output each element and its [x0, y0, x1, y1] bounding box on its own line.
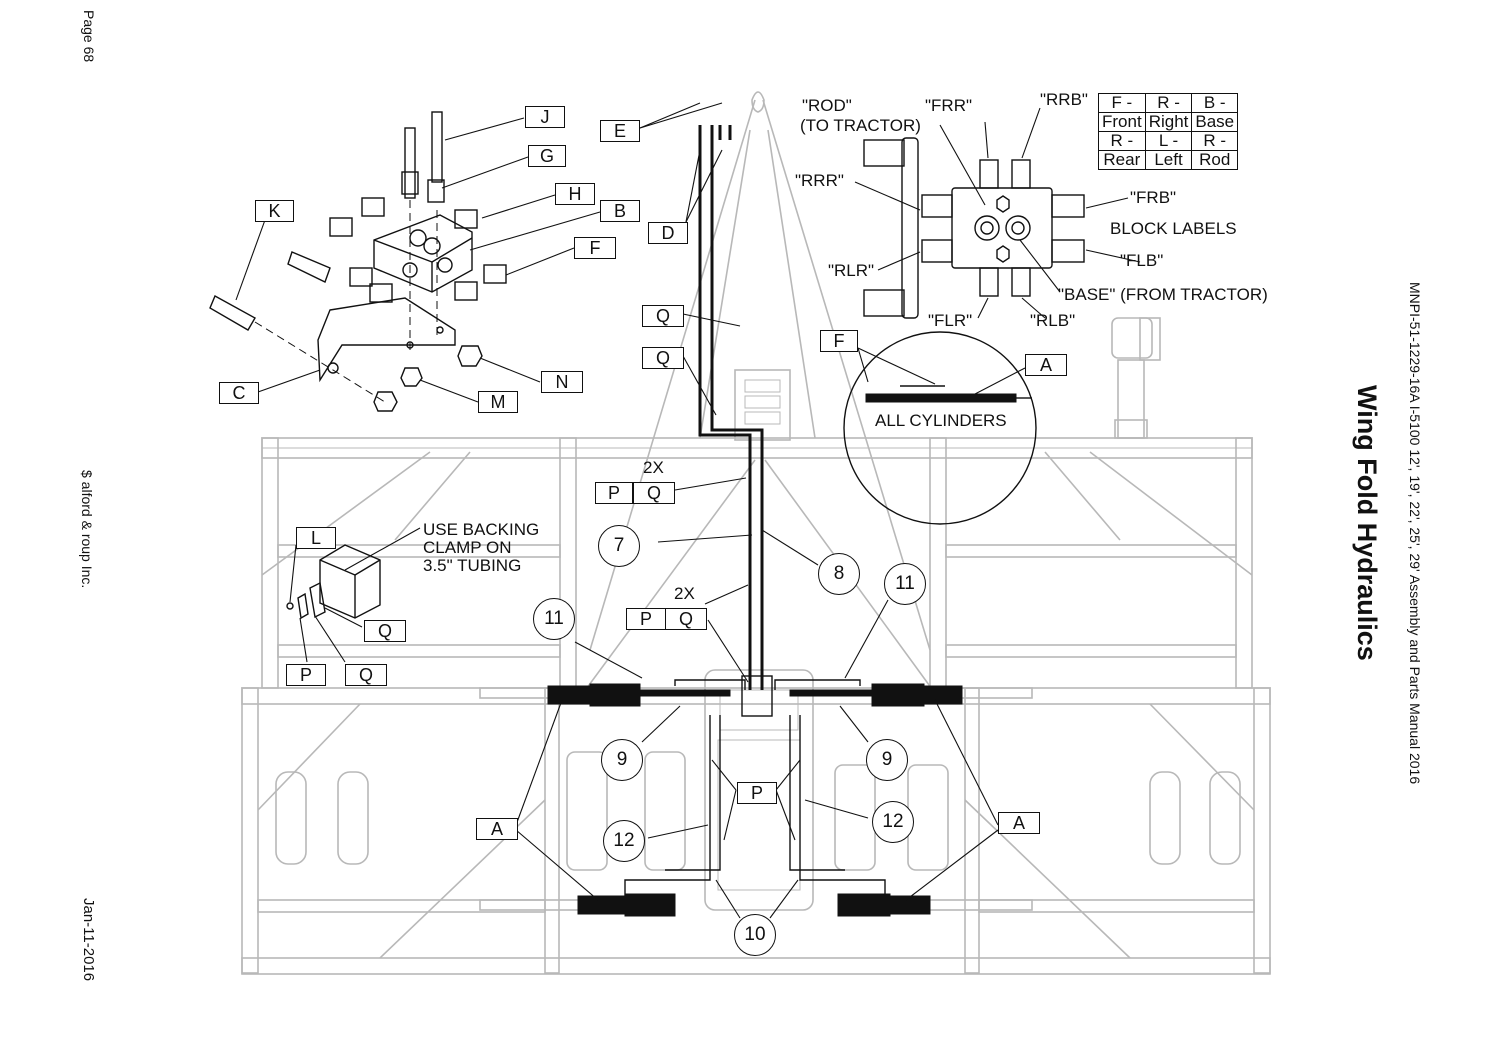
- page-number: Page 68: [81, 10, 97, 63]
- callout-p-2x-upper: P: [595, 482, 633, 504]
- callout-10: 10: [734, 914, 776, 956]
- legend-cell: B -: [1191, 93, 1239, 113]
- tower-leaders: [515, 102, 999, 919]
- callout-d: D: [648, 222, 688, 244]
- cylinders: [547, 675, 963, 917]
- block-labels-note: BLOCK LABELS: [1110, 219, 1237, 238]
- quantity-2x-upper: 2X: [643, 458, 664, 477]
- backing-clamp-detail: [286, 527, 421, 663]
- callout-g: G: [528, 145, 566, 167]
- implement-frame: [241, 91, 1271, 975]
- callout-j: J: [525, 106, 565, 128]
- port-label-base: "BASE" (FROM TRACTOR): [1058, 285, 1268, 304]
- callout-q-2x-lower: Q: [665, 608, 707, 630]
- callout-11-left: 11: [533, 598, 575, 640]
- port-label-flb: "FLB": [1120, 251, 1164, 270]
- legend-cell: R -: [1098, 131, 1146, 151]
- callout-f-cylinders: F: [820, 330, 858, 352]
- port-label-frr: "FRR": [925, 96, 973, 115]
- callout-p-center: P: [737, 782, 777, 804]
- callout-q-clamp-bottom: Q: [345, 664, 387, 686]
- legend-cell: Rod: [1191, 150, 1239, 170]
- callout-b: B: [600, 200, 640, 222]
- quantity-2x-lower: 2X: [674, 584, 695, 603]
- callout-q-tower-lower: Q: [642, 347, 684, 369]
- all-cylinders-note: ALL CYLINDERS: [875, 411, 1007, 430]
- callout-p-clamp: P: [286, 664, 326, 686]
- port-label-to-tractor: (TO TRACTOR): [800, 116, 921, 135]
- port-label-rrb: "RRB": [1040, 90, 1088, 109]
- callout-7: 7: [598, 525, 640, 567]
- callout-f-manifold: F: [574, 237, 616, 259]
- legend-cell: L -: [1144, 131, 1193, 151]
- legend-cell: Front: [1098, 112, 1146, 132]
- callout-a-right: A: [998, 812, 1040, 834]
- all-cylinders-detail: [843, 331, 1037, 525]
- manual-reference: MNPI-51-1229-16A I-5100 12', 19', 22', 2…: [1407, 282, 1423, 785]
- port-label-flr: "FLR": [928, 311, 973, 330]
- legend-cell: R -: [1191, 131, 1239, 151]
- callout-q-clamp-right: Q: [364, 620, 406, 642]
- document-date: Jan-11-2016: [80, 898, 97, 982]
- manifold-exploded-view: [209, 111, 601, 412]
- callout-c: C: [219, 382, 259, 404]
- callout-12-right: 12: [872, 801, 914, 843]
- callout-9-right: 9: [866, 739, 908, 781]
- callout-n: N: [541, 371, 583, 393]
- callout-8: 8: [818, 553, 860, 595]
- backing-clamp-note-3: 3.5" TUBING: [423, 556, 522, 575]
- valve-block-detail: [854, 107, 1141, 319]
- callout-9-left: 9: [601, 739, 643, 781]
- callout-q-tower-upper: Q: [642, 305, 684, 327]
- callout-h: H: [555, 183, 595, 205]
- callout-a-cylinders: A: [1025, 354, 1067, 376]
- page-title: Wing Fold Hydraulics: [1352, 385, 1382, 661]
- port-label-rod: "ROD": [802, 96, 852, 115]
- port-label-rlb: "RLB": [1030, 311, 1076, 330]
- callout-e: E: [600, 120, 640, 142]
- callout-12-left: 12: [603, 820, 645, 862]
- legend-cell: Right: [1144, 112, 1193, 132]
- port-label-rlr: "RLR": [828, 261, 875, 280]
- legend-cell: Left: [1144, 150, 1193, 170]
- callout-p-2x-lower: P: [626, 608, 666, 630]
- callout-a-left: A: [476, 818, 518, 840]
- legend-cell: F -: [1098, 93, 1146, 113]
- callout-l: L: [296, 527, 336, 549]
- port-label-frb: "FRB": [1130, 188, 1177, 207]
- legend-cell: Rear: [1098, 150, 1146, 170]
- hoses: [624, 125, 886, 896]
- backing-clamp-note-2: CLAMP ON: [423, 538, 512, 557]
- callout-11-right: 11: [884, 563, 926, 605]
- callout-q-2x-upper: Q: [633, 482, 675, 504]
- legend-cell: R -: [1144, 93, 1193, 113]
- port-label-rrr: "RRR": [795, 171, 844, 190]
- legend-cell: Base: [1191, 112, 1239, 132]
- callout-k: K: [255, 200, 294, 222]
- callout-m: M: [478, 391, 518, 413]
- company-name: $ alford & roup Inc.: [79, 470, 95, 589]
- backing-clamp-note-1: USE BACKING: [423, 520, 540, 539]
